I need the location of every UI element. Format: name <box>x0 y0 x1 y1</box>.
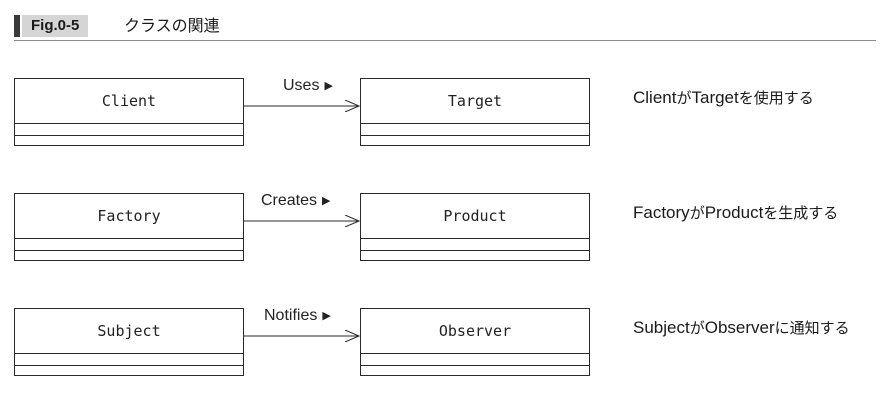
attribute-compartment <box>361 124 589 136</box>
association-arrow <box>244 330 361 342</box>
direction-triangle-icon: ▶ <box>322 310 331 322</box>
direction-triangle-icon: ▶ <box>322 195 331 207</box>
attribute-compartment <box>15 354 243 366</box>
class-name: Factory <box>15 194 243 239</box>
operation-compartment <box>361 136 589 146</box>
operation-compartment <box>15 366 243 376</box>
class-box-client: Client <box>14 78 244 146</box>
operation-compartment <box>15 136 243 146</box>
class-box-subject: Subject <box>14 308 244 376</box>
association-row-notifies: Subject Notifies▶ Observer SubjectがObser… <box>0 307 892 398</box>
attribute-compartment <box>15 239 243 251</box>
class-box-target: Target <box>360 78 590 146</box>
class-name: Target <box>361 79 589 124</box>
association-arrow <box>244 215 361 227</box>
association-description: SubjectがObserverに通知する <box>633 318 850 337</box>
association-row-creates: Factory Creates▶ Product FactoryがProduct… <box>0 192 892 283</box>
association-row-uses: Client Uses▶ Target ClientがTargetを使用する <box>0 77 892 168</box>
figure-number: Fig.0-5 <box>22 15 89 37</box>
figure-header: Fig.0-5 クラスの関連 <box>14 13 876 41</box>
association-description: ClientがTargetを使用する <box>633 88 814 107</box>
class-box-product: Product <box>360 193 590 261</box>
class-name: Observer <box>361 309 589 354</box>
attribute-compartment <box>361 239 589 251</box>
operation-compartment <box>361 251 589 261</box>
association-arrow <box>244 100 361 112</box>
association-label: Uses▶ <box>283 77 333 94</box>
association-description: FactoryがProductを生成する <box>633 203 839 222</box>
class-box-factory: Factory <box>14 193 244 261</box>
attribute-compartment <box>15 124 243 136</box>
association-label: Creates▶ <box>261 192 331 209</box>
direction-triangle-icon: ▶ <box>324 80 333 92</box>
class-name: Product <box>361 194 589 239</box>
class-name: Client <box>15 79 243 124</box>
association-label: Notifies▶ <box>264 307 331 324</box>
operation-compartment <box>361 366 589 376</box>
figure-title: クラスの関連 <box>124 16 220 35</box>
class-box-observer: Observer <box>360 308 590 376</box>
attribute-compartment <box>361 354 589 366</box>
header-accent-bar <box>14 15 20 37</box>
operation-compartment <box>15 251 243 261</box>
header-rule <box>14 40 876 41</box>
class-name: Subject <box>15 309 243 354</box>
